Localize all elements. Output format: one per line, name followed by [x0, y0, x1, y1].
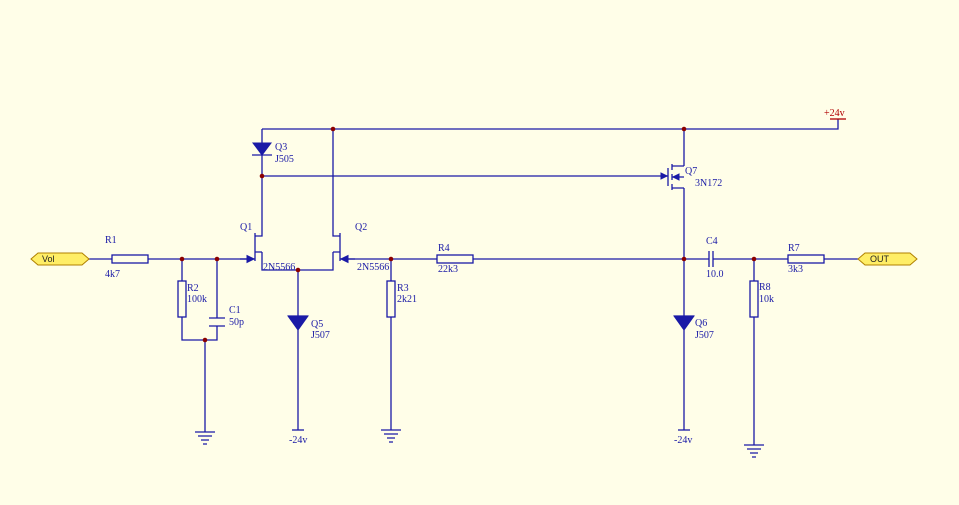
power-pos-24v: +24v	[824, 108, 846, 120]
r8-value: 10k	[759, 294, 774, 305]
c1-value: 50p	[229, 317, 244, 328]
q1-value: 2N5566	[263, 262, 295, 273]
resistor-r2[interactable]: R2 100k	[177, 280, 207, 318]
ground-symbol	[381, 429, 401, 443]
r7-ref: R7	[788, 243, 800, 254]
resistor-r4[interactable]: R4 22k3	[436, 243, 474, 275]
output-port-label: OUT	[870, 254, 890, 264]
power-neg2-label: -24v	[674, 435, 692, 446]
output-port[interactable]: OUT	[857, 252, 918, 266]
q6-ref: Q6	[695, 318, 707, 329]
power-pos-label: +24v	[824, 108, 845, 119]
capacitor-c1[interactable]: C1 50p	[209, 305, 244, 328]
r1-ref: R1	[105, 235, 117, 246]
ground-symbol	[195, 431, 215, 445]
current-regulator-q6[interactable]: Q6 J507	[673, 315, 714, 341]
q3-ref: Q3	[275, 142, 287, 153]
r8-ref: R8	[759, 282, 771, 293]
r2-ref: R2	[187, 283, 199, 294]
q7-value: 3N172	[695, 178, 722, 189]
current-regulator-q3[interactable]: Q3 J505	[252, 142, 294, 165]
r3-ref: R3	[397, 283, 409, 294]
r7-value: 3k3	[788, 264, 803, 275]
current-regulator-q5[interactable]: Q5 J507	[287, 315, 330, 341]
r3-value: 2k21	[397, 294, 417, 305]
q2-value: 2N5566	[357, 262, 389, 273]
resistor-r1[interactable]: R1 4k7	[105, 235, 149, 280]
resistor-r3[interactable]: R3 2k21	[386, 280, 417, 318]
r4-value: 22k3	[438, 264, 458, 275]
q6-value: J507	[695, 330, 714, 341]
power-neg-24v-q6: -24v	[674, 429, 692, 446]
transistor-q2[interactable]: Q2 2N5566	[332, 222, 389, 273]
power-neg-24v-q5: -24v	[289, 429, 307, 446]
r2-value: 100k	[187, 294, 207, 305]
capacitor-c4[interactable]: C4 10.0	[705, 236, 724, 280]
q3-value: J505	[275, 154, 294, 165]
input-port-label: Vol	[42, 254, 55, 264]
q2-ref: Q2	[355, 222, 367, 233]
q5-value: J507	[311, 330, 330, 341]
q1-ref: Q1	[240, 222, 252, 233]
c4-value: 10.0	[706, 269, 724, 280]
c1-ref: C1	[229, 305, 241, 316]
q7-ref: Q7	[685, 166, 697, 177]
power-neg1-label: -24v	[289, 435, 307, 446]
junctions	[179, 126, 757, 343]
wires	[88, 119, 858, 445]
input-port[interactable]: Vol	[30, 252, 90, 266]
transistor-q1[interactable]: Q1 2N5566	[240, 222, 295, 273]
resistor-r7[interactable]: R7 3k3	[787, 243, 825, 275]
q5-ref: Q5	[311, 319, 323, 330]
ground-symbol	[744, 444, 764, 458]
transistor-q7[interactable]: Q7 3N172	[660, 164, 722, 190]
r4-ref: R4	[438, 243, 450, 254]
r1-value: 4k7	[105, 269, 120, 280]
resistor-r8[interactable]: R8 10k	[749, 280, 774, 318]
c4-ref: C4	[706, 236, 718, 247]
